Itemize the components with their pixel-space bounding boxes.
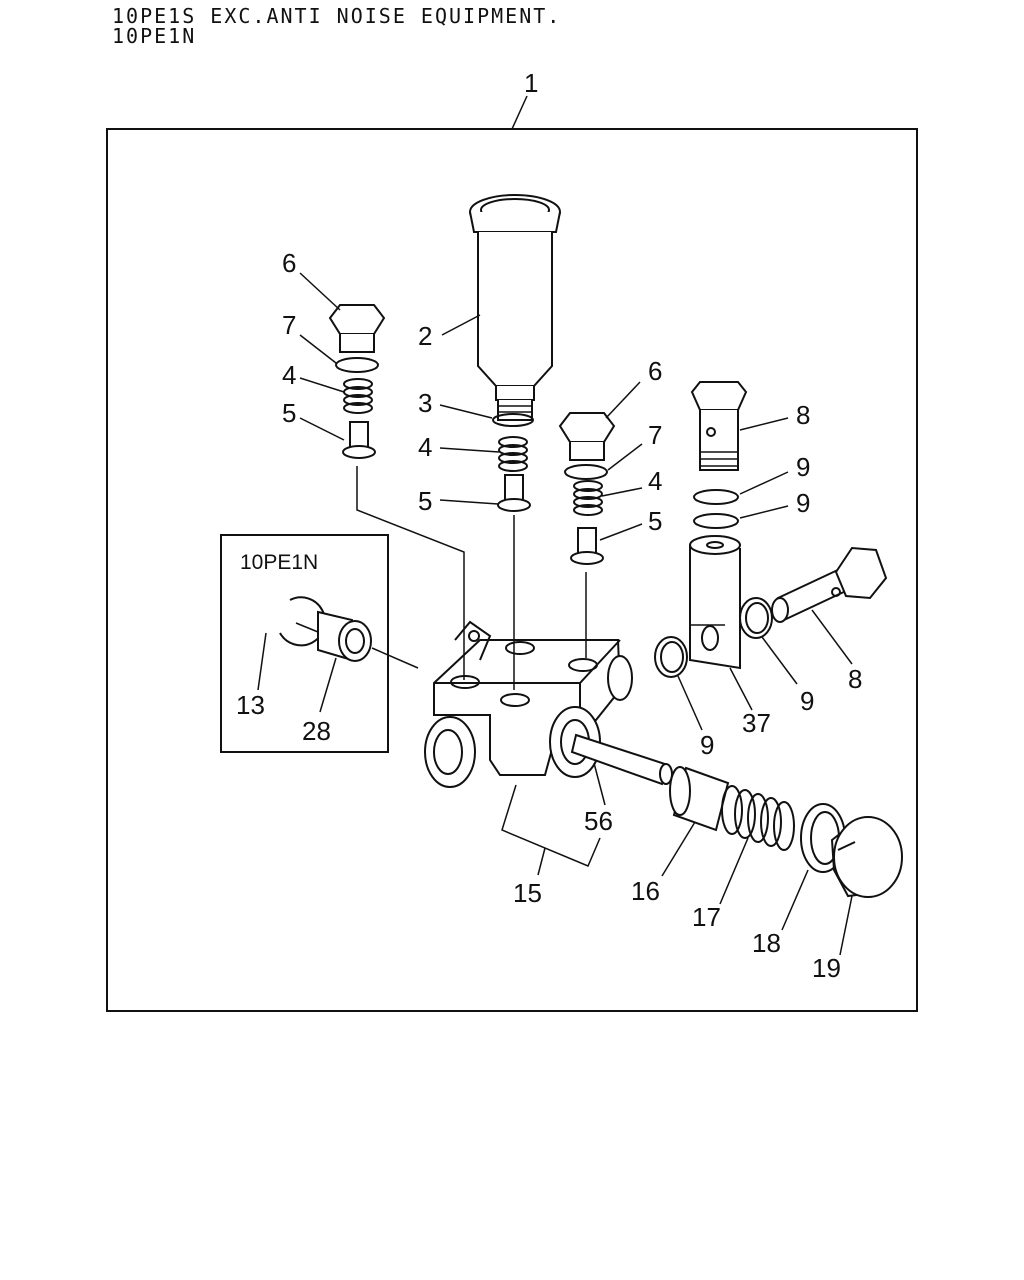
gasket-9-lower-left	[654, 636, 688, 678]
diagram-header-subtitle: 10PE1N	[112, 24, 197, 48]
callout-1: 1	[524, 68, 538, 98]
diagram-header-title: 10PE1S EXC.ANTI NOISE EQUIPMENT.	[112, 4, 562, 28]
callout-4-left: 4	[282, 360, 296, 390]
inset-box	[220, 534, 389, 753]
valve-5-right	[570, 527, 604, 565]
callout-9-second: 9	[796, 488, 810, 518]
leader-28	[319, 657, 337, 713]
cap-19	[830, 816, 903, 898]
gasket-9-top-1	[693, 489, 739, 505]
fitting-37	[689, 535, 741, 670]
callout-15: 15	[513, 878, 542, 908]
callout-7-right: 7	[648, 420, 662, 450]
callout-6-left: 6	[282, 248, 296, 278]
callout-28: 28	[302, 716, 331, 746]
callout-5-right: 5	[648, 506, 662, 536]
spring-4-left	[343, 378, 373, 414]
piston-16	[669, 766, 730, 832]
primer-pump-2	[469, 194, 561, 421]
callout-17: 17	[692, 902, 721, 932]
spring-4-right	[573, 480, 603, 516]
inset-title: 10PE1N	[240, 551, 318, 574]
callout-13: 13	[236, 690, 265, 720]
callout-6-right: 6	[648, 356, 662, 386]
valve-5-center	[497, 474, 531, 512]
banjo-bolt-8-right	[771, 546, 888, 623]
callout-7-left: 7	[282, 310, 296, 340]
banjo-bolt-8-top	[690, 381, 748, 471]
callout-19: 19	[812, 953, 841, 983]
callout-37: 37	[742, 708, 771, 738]
o-ring-7-left	[335, 357, 379, 373]
callout-3: 3	[418, 388, 432, 418]
callout-56: 56	[584, 806, 613, 836]
callout-8-top: 8	[796, 400, 810, 430]
callout-4-right: 4	[648, 466, 662, 496]
part-28	[317, 610, 372, 662]
plug-6-right	[558, 412, 616, 461]
gasket-9-top-2	[693, 513, 739, 529]
callout-9-lower-right: 9	[800, 686, 814, 716]
callout-5-left: 5	[282, 398, 296, 428]
spring-17	[721, 785, 795, 851]
plug-6-left	[328, 304, 386, 353]
o-ring-3	[492, 413, 534, 427]
spring-4-center	[498, 436, 528, 472]
callout-4-center: 4	[418, 432, 432, 462]
callout-16: 16	[631, 876, 660, 906]
gasket-9-lower-right	[739, 597, 773, 639]
assembly-frame	[106, 128, 918, 1012]
callout-9-top: 9	[796, 452, 810, 482]
valve-5-left	[342, 421, 376, 459]
leader-1	[511, 95, 528, 130]
callout-9-lower-left: 9	[700, 730, 714, 760]
callout-2: 2	[418, 321, 432, 351]
callout-8-right: 8	[848, 664, 862, 694]
callout-5-center: 5	[418, 486, 432, 516]
leader-13	[257, 632, 267, 691]
callout-18: 18	[752, 928, 781, 958]
o-ring-7-right	[564, 464, 608, 480]
